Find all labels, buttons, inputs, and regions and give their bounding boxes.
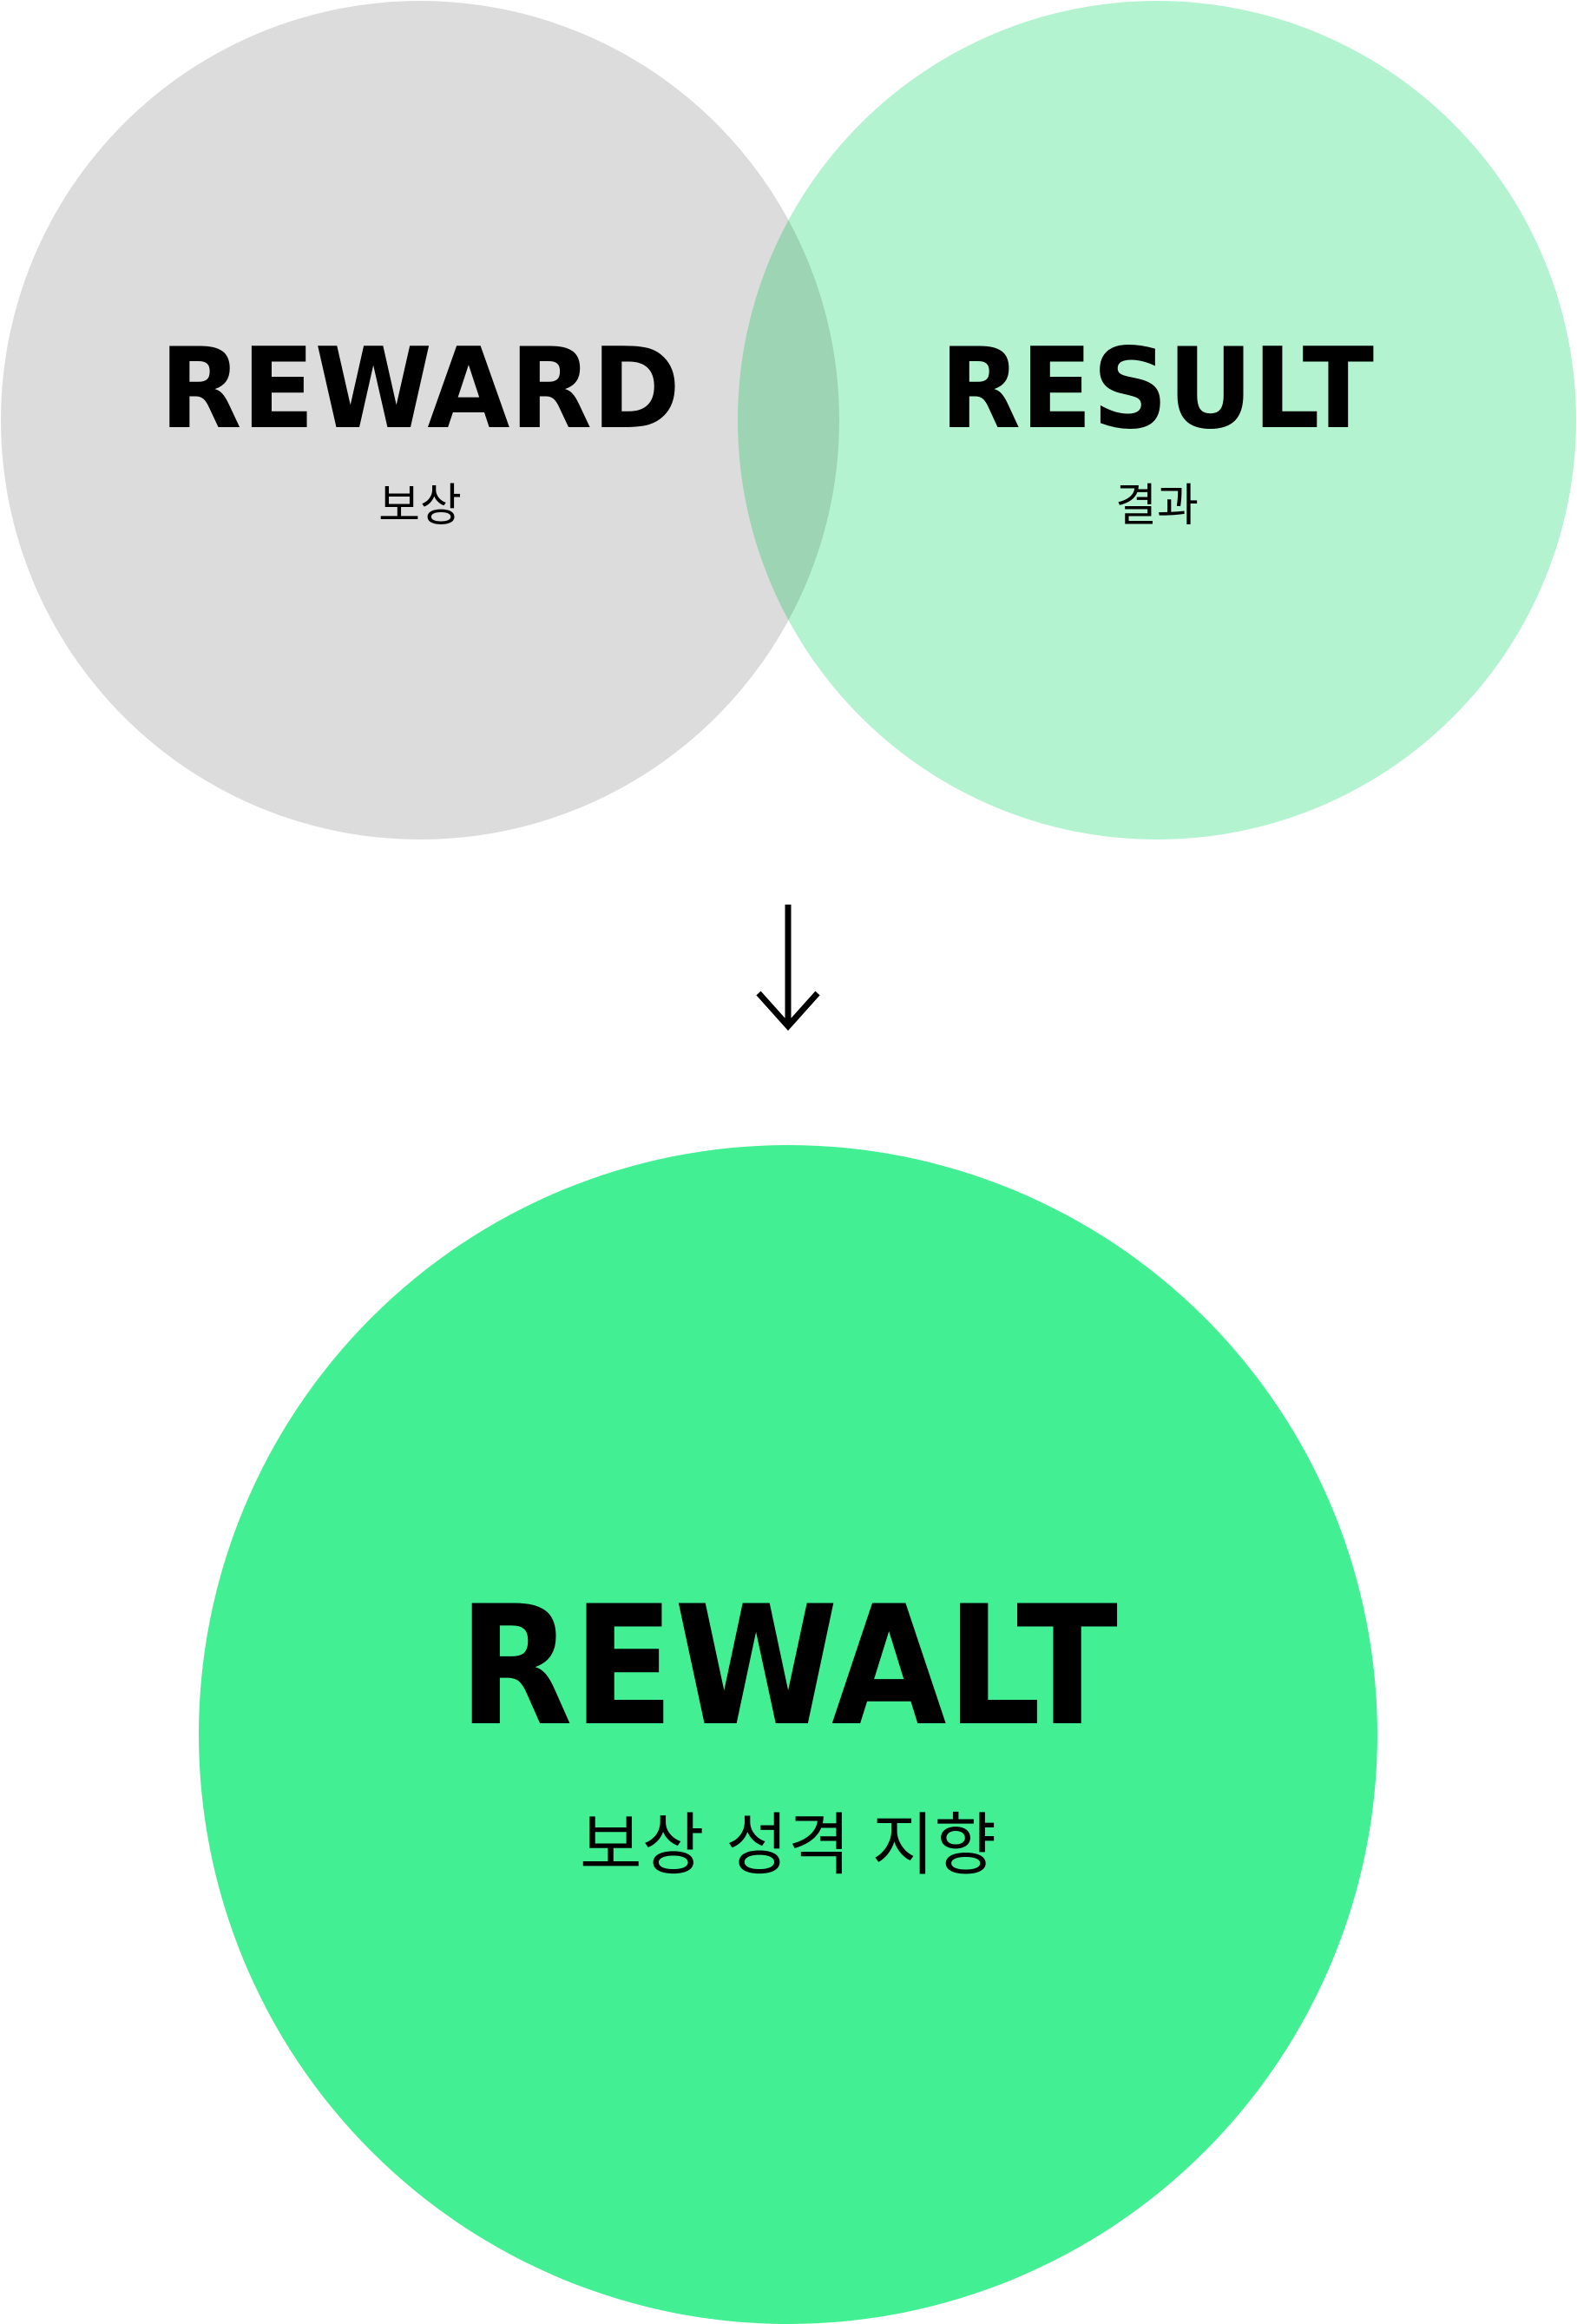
rewalt-subtitle: 보상 성격 지향 [580,1807,996,1885]
arrow-down-icon [756,905,820,1031]
rewalt-circle [199,1145,1377,2324]
result-title: RESULT [940,325,1374,454]
rewalt-title: REWALT [458,1570,1118,1762]
result-circle [738,1,1576,839]
reward-subtitle: 보상 [378,480,462,532]
result-subtitle: 결과 [1115,480,1199,532]
reward-title: REWARD [160,325,680,454]
reward-circle [1,1,839,839]
